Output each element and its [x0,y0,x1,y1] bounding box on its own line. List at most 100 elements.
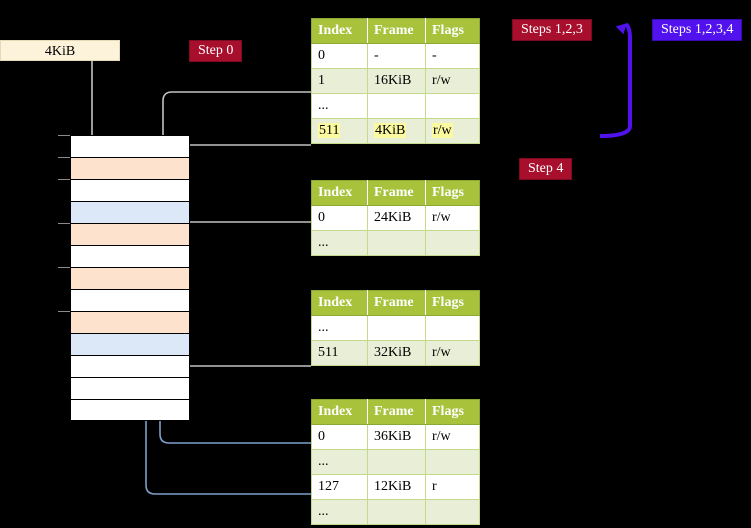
table-cell [367,93,426,119]
table-cell [425,499,480,525]
badge-step-4: Step 4 [519,158,573,180]
wire-l4-index1-to-memory [162,91,311,154]
table-cell: ... [311,230,368,256]
column-header-frame: Frame [367,399,426,425]
memory-row [70,157,190,179]
size-box-label: 4KiB [44,44,76,59]
table-cell: 4KiB [367,118,426,144]
badge-steps-1234: Steps 1,2,3,4 [652,19,743,41]
table-cell [367,230,426,256]
highlighted-value: r/w [432,123,453,138]
memory-row [70,355,190,377]
table-cell: 0 [311,424,368,450]
table-cell: 32KiB [367,340,426,366]
table-cell [425,93,480,119]
table-cell: 511 [311,340,368,366]
memory-row [70,201,190,223]
table-cell: 16KiB [367,68,426,94]
column-header-index: Index [311,180,368,206]
column-header-index: Index [311,18,368,44]
table-row: ... [311,230,480,256]
table-cell: 12KiB [367,474,426,500]
highlighted-value: 4KiB [374,123,407,138]
table-cell: 511 [311,118,368,144]
wire-l1-index0-to-memory [152,203,311,444]
memory-row [70,135,190,157]
table-cell [425,230,480,256]
wire-l1-index127-to-memory [138,335,311,495]
memory-row [70,399,190,421]
table-cell: ... [311,449,368,475]
table-cell [425,449,480,475]
table-row: ... [311,499,480,525]
memory-row [70,245,190,267]
memory-tick-mark [58,135,70,136]
table-cell: ... [311,499,368,525]
table-cell: 24KiB [367,205,426,231]
highlighted-value: 511 [318,123,341,138]
memory-row [70,377,190,399]
table-cell: ... [311,93,368,119]
memory-row [70,267,190,289]
memory-tick-mark [58,223,70,224]
table-cell: r/w [425,68,480,94]
column-header-frame: Frame [367,18,426,44]
table-cell: 1 [311,68,368,94]
column-header-frame: Frame [367,180,426,206]
memory-tick-mark [58,311,70,312]
table-cell: - [425,43,480,69]
table-cell: ... [311,315,368,341]
column-header-flags: Flags [425,399,480,425]
memory-tick-mark [58,267,70,268]
table-row: ... [311,449,480,475]
wire-l3-index0-to-memory [172,221,311,242]
table-row: ... [311,315,480,341]
column-header-frame: Frame [367,290,426,316]
table-cell: r/w [425,340,480,366]
size-box: 4KiB [0,40,120,61]
table-row: 0-- [311,43,480,69]
table-cell [425,315,480,341]
table-cell: 0 [311,205,368,231]
table-cell [367,499,426,525]
table-row: ... [311,93,480,119]
memory-tick-mark [58,179,70,180]
badge-step-0: Step 0 [189,40,243,62]
memory-row [70,311,190,333]
table-row: 511 4KiB r/w [311,118,480,144]
table-cell: r/w [425,118,480,144]
table-cell: 127 [311,474,368,500]
table-cell [367,449,426,475]
wire-l2-index511-to-memory [166,310,311,367]
memory-tick-mark [58,157,70,158]
table-cell: 0 [311,43,368,69]
column-header-flags: Flags [425,290,480,316]
table-cell: r [425,474,480,500]
column-header-flags: Flags [425,180,480,206]
steps-1234-arrow-icon [599,22,632,138]
table-cell: r/w [425,205,480,231]
table-cell [367,315,426,341]
memory-row [70,289,190,311]
table-cell: 36KiB [367,424,426,450]
memory-column [58,135,190,421]
memory-row [70,223,190,245]
column-header-flags: Flags [425,18,480,44]
memory-row [70,333,190,355]
column-header-index: Index [311,399,368,425]
table-cell: r/w [425,424,480,450]
column-header-index: Index [311,290,368,316]
